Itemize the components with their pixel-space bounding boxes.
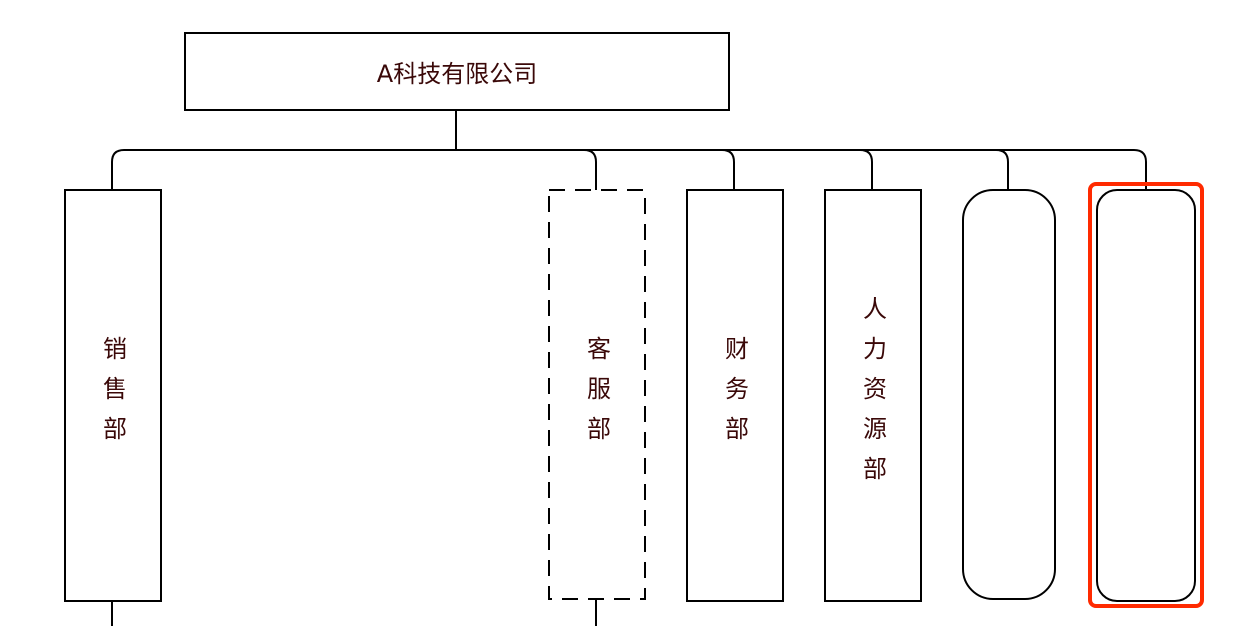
empty-node-box[interactable] (962, 189, 1056, 600)
connector-node5 (995, 149, 1009, 190)
finance-node[interactable]: 财务部 (687, 190, 783, 601)
connector-sales (111, 149, 125, 190)
finance-node-label: 财务部 (720, 335, 749, 456)
service-node[interactable]: 客服部 (549, 190, 645, 601)
hr-node-box[interactable] (824, 189, 922, 602)
connector-finance (721, 149, 735, 190)
connector-hr (859, 149, 873, 190)
selection-highlight (1088, 182, 1204, 608)
selected-empty-node-box[interactable] (1096, 189, 1196, 602)
sales-node-label: 销售部 (98, 335, 127, 456)
hr-node[interactable]: 人力资源部 (825, 190, 921, 601)
sales-node[interactable]: 销售部 (65, 190, 161, 601)
hr-node-label: 人力资源部 (858, 295, 887, 496)
root-node-label: A科技有限公司 (376, 60, 538, 88)
selected-empty-node[interactable] (1098, 190, 1194, 601)
connector-node6 (1133, 149, 1147, 190)
connector-service (583, 149, 597, 190)
service-node-label: 客服部 (582, 335, 611, 456)
empty-node[interactable] (961, 190, 1057, 601)
finance-node-box[interactable] (686, 189, 784, 602)
